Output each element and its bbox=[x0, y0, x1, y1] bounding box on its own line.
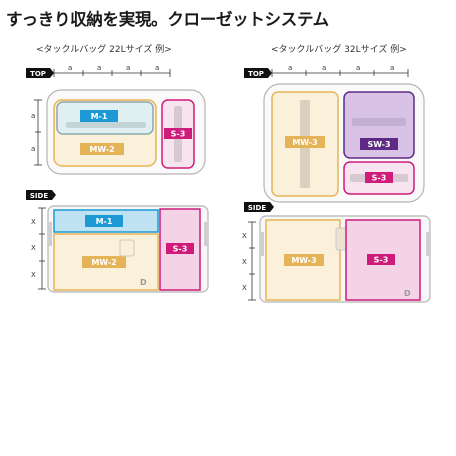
svg-text:S-3: S-3 bbox=[374, 256, 389, 265]
left-brand-logo: D bbox=[140, 278, 147, 287]
left-top-view: TOP a a a a a a bbox=[26, 64, 206, 175]
svg-text:a: a bbox=[31, 145, 35, 153]
right-side-view: SIDE X X X MW-3 S-3 D bbox=[242, 202, 431, 303]
svg-text:SIDE: SIDE bbox=[30, 192, 48, 200]
svg-text:a: a bbox=[155, 64, 159, 72]
caption-22l: <タックルバッグ 22Lサイズ 例> bbox=[36, 45, 172, 55]
svg-text:SIDE: SIDE bbox=[248, 204, 266, 212]
left-side-mw2-label: MW-2 bbox=[82, 256, 126, 268]
left-top-dim-a: a a a a bbox=[53, 64, 171, 77]
left-top-s3-label: S-3 bbox=[164, 128, 192, 139]
svg-text:MW-3: MW-3 bbox=[291, 256, 316, 265]
svg-text:X: X bbox=[31, 271, 36, 279]
left-side-m1-label: M-1 bbox=[85, 215, 123, 227]
svg-text:MW-2: MW-2 bbox=[89, 145, 114, 154]
svg-text:MW-2: MW-2 bbox=[91, 258, 116, 267]
right-side-mw3-label: MW-3 bbox=[284, 254, 324, 266]
svg-text:a: a bbox=[390, 64, 394, 72]
svg-text:M-1: M-1 bbox=[96, 217, 113, 226]
page-title: すっきり収納を実現。クローゼットシステム bbox=[6, 10, 329, 29]
svg-text:X: X bbox=[31, 218, 36, 226]
svg-text:a: a bbox=[97, 64, 101, 72]
svg-text:MW-3: MW-3 bbox=[292, 138, 317, 147]
svg-text:a: a bbox=[68, 64, 72, 72]
svg-text:X: X bbox=[31, 244, 36, 252]
svg-text:a: a bbox=[322, 64, 326, 72]
right-brand-logo: D bbox=[404, 289, 411, 298]
left-side-mw2-box bbox=[53, 233, 159, 291]
svg-text:TOP: TOP bbox=[248, 70, 264, 78]
svg-text:a: a bbox=[356, 64, 360, 72]
right-side-dim-x: X X X bbox=[242, 221, 256, 301]
svg-text:a: a bbox=[126, 64, 130, 72]
left-side-tag: SIDE bbox=[26, 190, 56, 200]
left-side-dim-x: X X X bbox=[31, 207, 46, 290]
svg-text:a: a bbox=[31, 112, 35, 120]
right-side-s3-label: S-3 bbox=[367, 254, 395, 265]
left-latch bbox=[119, 239, 135, 257]
right-top-sw3-label: SW-3 bbox=[360, 138, 398, 150]
svg-text:S-3: S-3 bbox=[171, 130, 186, 139]
svg-text:SW-3: SW-3 bbox=[367, 140, 390, 149]
caption-32l: <タックルバッグ 32Lサイズ 例> bbox=[271, 45, 407, 55]
right-side-tag: SIDE bbox=[244, 202, 274, 212]
right-top-mw3-label: MW-3 bbox=[285, 136, 325, 148]
right-top-s3-label: S-3 bbox=[365, 172, 393, 183]
right-top-dim-a: a a a a bbox=[271, 64, 409, 77]
svg-text:S-3: S-3 bbox=[173, 245, 188, 254]
left-side-view: SIDE X X X M-1 MW-2 bbox=[26, 190, 209, 293]
svg-text:M-1: M-1 bbox=[91, 112, 108, 121]
left-top-tag: TOP bbox=[26, 68, 54, 78]
right-top-view: TOP a a a a MW-3 SW-3 bbox=[244, 64, 425, 203]
left-side-s3-label: S-3 bbox=[166, 243, 194, 254]
svg-text:X: X bbox=[242, 284, 247, 292]
svg-text:X: X bbox=[242, 258, 247, 266]
left-top-mw2-label: MW-2 bbox=[80, 143, 124, 155]
svg-text:X: X bbox=[242, 232, 247, 240]
left-top-dim-vertical: a a bbox=[31, 99, 42, 166]
svg-text:S-3: S-3 bbox=[372, 174, 387, 183]
left-top-m1-label: M-1 bbox=[80, 110, 118, 122]
svg-text:a: a bbox=[288, 64, 292, 72]
svg-text:TOP: TOP bbox=[30, 70, 46, 78]
right-top-tag: TOP bbox=[244, 68, 272, 78]
